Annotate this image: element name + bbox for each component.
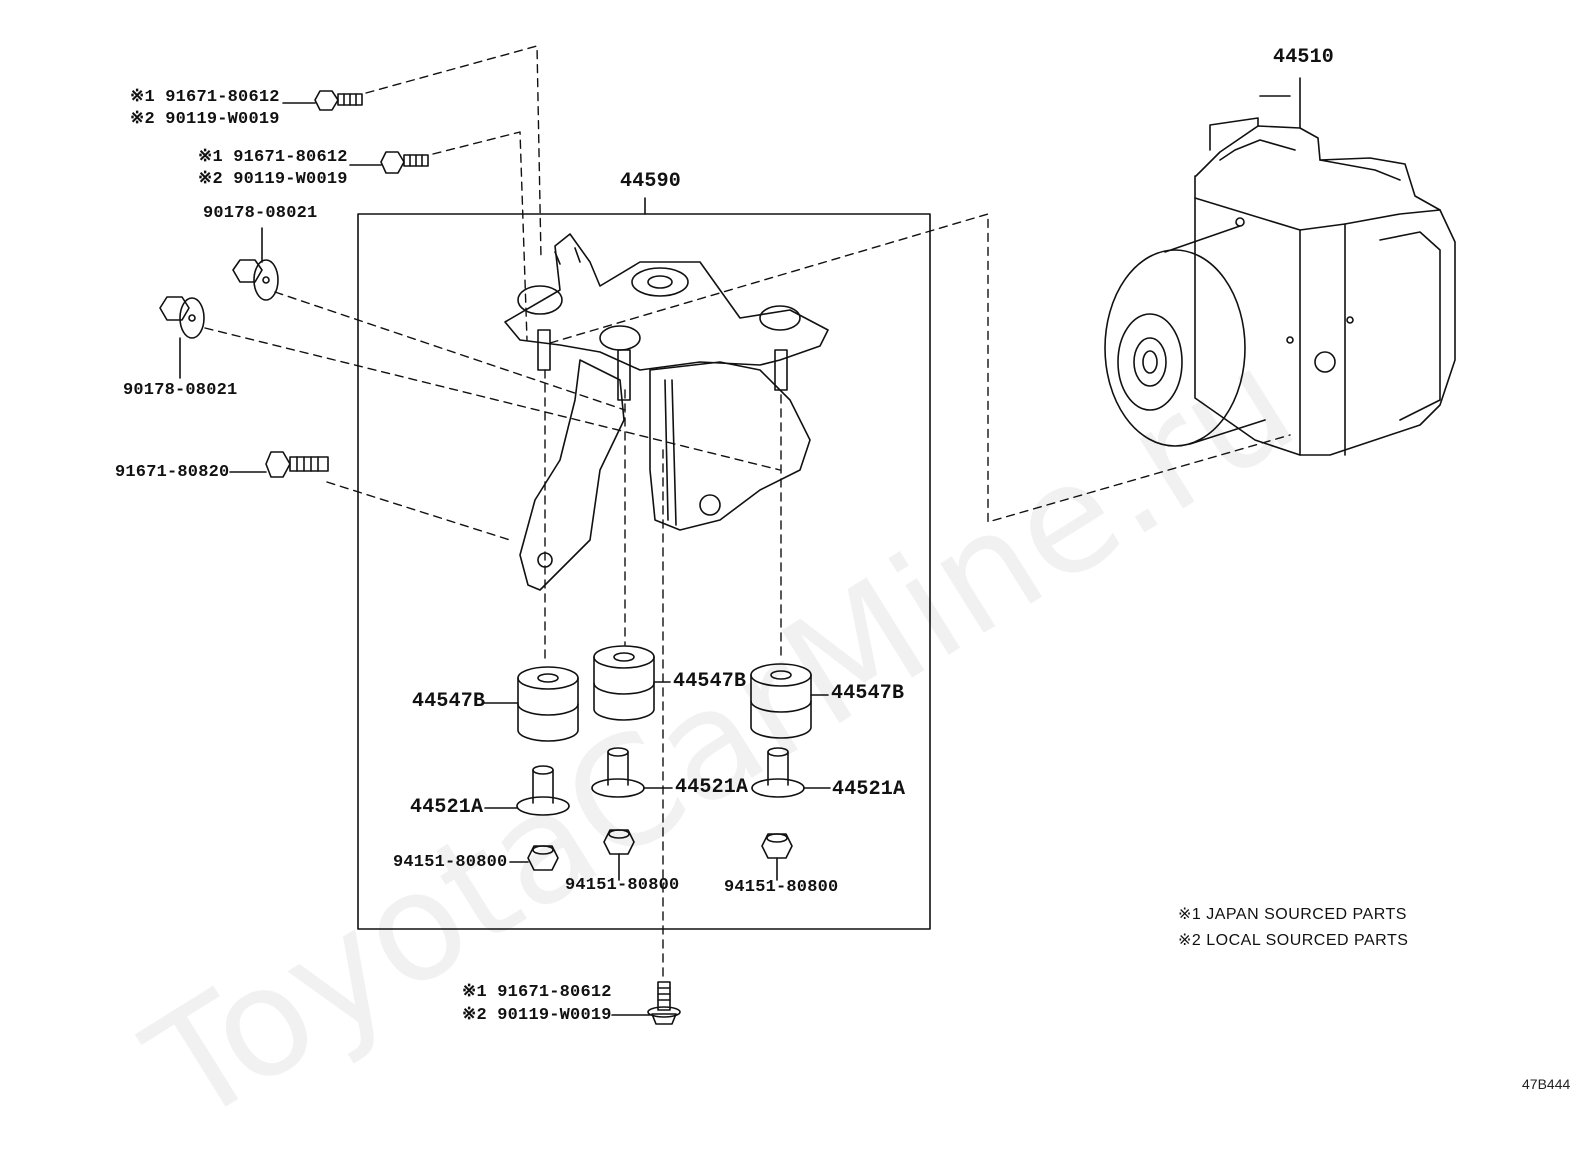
abs-actuator-drawing (1104, 77, 1456, 456)
part-label-cushion-left[interactable]: 44547B (412, 690, 486, 713)
part-label-nut-left[interactable]: 94151-80800 (393, 853, 508, 872)
legend-note-japan: ※1 JAPAN SOURCED PARTS (1178, 906, 1407, 923)
part-label-nut-lower[interactable]: 90178-08021 (123, 381, 238, 400)
part-label-bolt-a-japan[interactable]: ※1 91671-80612 (130, 88, 280, 107)
part-label-bolt-c[interactable]: 91671-80820 (115, 463, 230, 482)
flange-nut-icon (159, 296, 205, 339)
part-label-bolt-bottom-japan[interactable]: ※1 91671-80612 (462, 983, 612, 1002)
part-label-bolt-b-local[interactable]: ※2 90119-W0019 (198, 170, 348, 189)
part-label-nut-right[interactable]: 94151-80800 (724, 878, 839, 897)
part-label-bolt-b-japan[interactable]: ※1 91671-80612 (198, 148, 348, 167)
part-label-nut-upper[interactable]: 90178-08021 (203, 204, 318, 223)
cushion-icon (750, 663, 812, 739)
cushion-icon (593, 645, 655, 721)
dashed-leaders (204, 45, 1291, 981)
hex-nut-icon (527, 845, 559, 871)
flange-bolt-icon (265, 451, 329, 478)
part-label-cushion-mid[interactable]: 44547B (673, 670, 747, 693)
part-label-collar-right[interactable]: 44521A (832, 778, 906, 801)
part-label-cushion-right[interactable]: 44547B (831, 682, 905, 705)
diagram-code: 47B444 (1522, 1076, 1571, 1092)
cushion-icon (517, 666, 579, 742)
part-label-bolt-a-local[interactable]: ※2 90119-W0019 (130, 110, 280, 129)
hex-nut-icon (761, 833, 793, 859)
part-label-44510[interactable]: 44510 (1273, 46, 1335, 69)
part-label-collar-left[interactable]: 44521A (410, 796, 484, 819)
part-label-bolt-bottom-local[interactable]: ※2 90119-W0019 (462, 1006, 612, 1025)
abs-bracket-drawing (504, 233, 829, 591)
part-label-44590[interactable]: 44590 (620, 170, 682, 193)
collar-icon (516, 765, 570, 816)
flange-bolt-icon (314, 90, 363, 111)
part-label-collar-mid[interactable]: 44521A (675, 776, 749, 799)
exploded-parts-diagram (159, 45, 1456, 1025)
bracket-assembly-frame (357, 213, 931, 930)
flange-bolt-icon (380, 151, 429, 174)
legend-note-local: ※2 LOCAL SOURCED PARTS (1178, 932, 1409, 949)
flange-nut-icon (232, 259, 279, 301)
part-label-nut-mid[interactable]: 94151-80800 (565, 876, 680, 895)
flange-bolt-icon (647, 981, 681, 1025)
hex-nut-icon (603, 829, 635, 855)
